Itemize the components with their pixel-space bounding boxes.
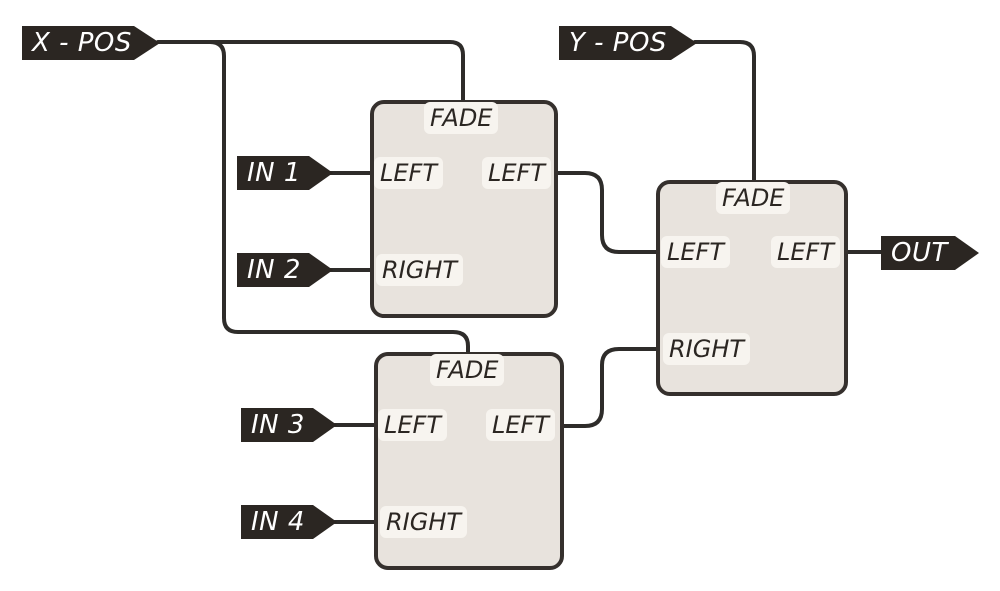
top-right-in-port: RIGHT	[376, 254, 464, 286]
out-tag: OUT	[881, 236, 979, 270]
final-left-in-port: LEFT	[661, 236, 730, 268]
in1-tag: IN 1	[237, 156, 333, 190]
top-left-out-port: LEFT	[482, 157, 551, 189]
wire-ypos-to-final-fade	[693, 40, 756, 182]
final-right-in-port: RIGHT	[663, 333, 751, 365]
wire-xpos-to-top-fade	[156, 40, 465, 102]
wire-bottom-to-final-right	[560, 347, 662, 428]
wire-top-to-final-left	[554, 171, 662, 254]
final-fade-port: FADE	[716, 182, 791, 214]
bottom-fade-port: FADE	[430, 354, 505, 386]
x-pos-tag: X - POS	[22, 26, 160, 60]
bottom-right-in-port: RIGHT	[380, 506, 468, 538]
bottom-left-in-port: LEFT	[378, 409, 447, 441]
top-fade-port: FADE	[424, 102, 499, 134]
y-pos-tag: Y - POS	[559, 26, 697, 60]
top-left-in-port: LEFT	[374, 157, 443, 189]
final-left-out-port: LEFT	[771, 236, 840, 268]
bottom-left-out-port: LEFT	[486, 409, 555, 441]
wire-xpos-to-bottom-fade	[208, 40, 470, 356]
